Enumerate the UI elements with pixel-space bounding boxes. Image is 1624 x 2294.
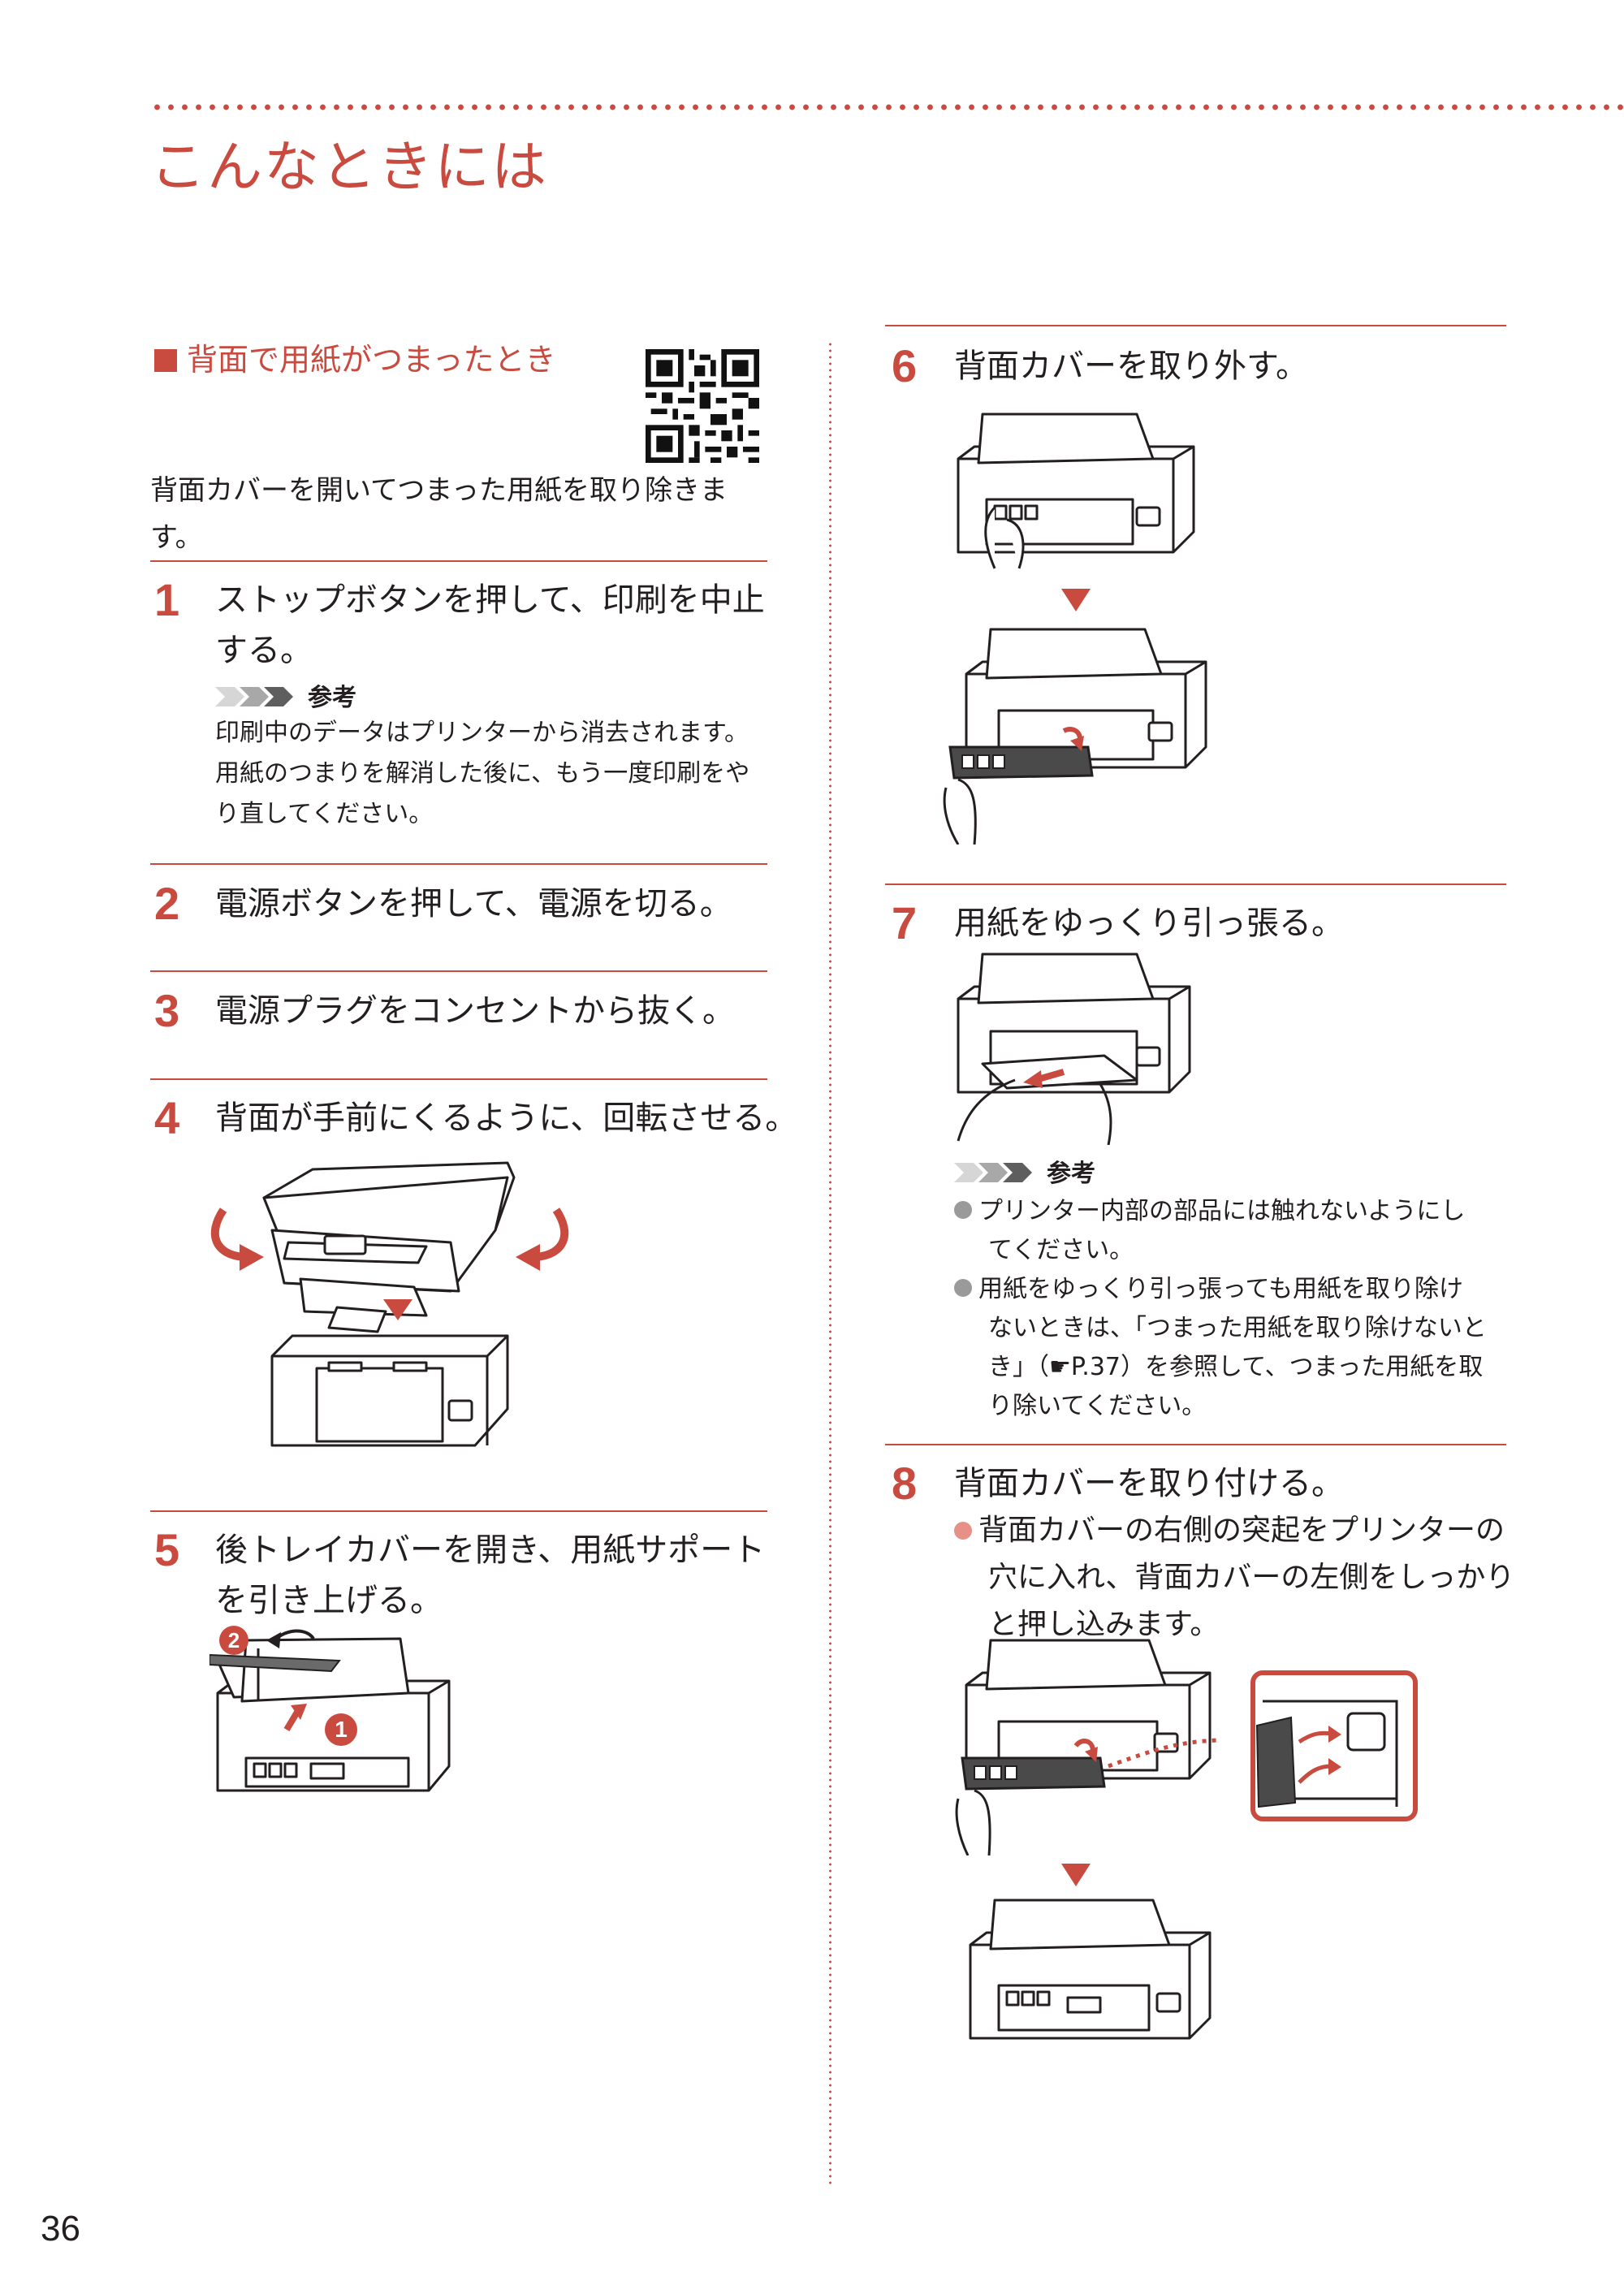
printer-cover-attached-illustration — [969, 1899, 1212, 2040]
section-title: 背面で用紙がつまったとき — [154, 335, 555, 379]
step-5-text: 後トレイカバーを開き、用紙サポート を引き上げる。 — [215, 1525, 775, 1626]
chevron-arrows-icon — [215, 687, 293, 706]
step-1-line-1: ストップボタンを押して、印刷を中止 — [215, 581, 765, 619]
step-7-bullet-1-line-2: てください。 — [988, 1236, 1134, 1264]
step-5-number: 5 — [154, 1524, 180, 1575]
step-divider — [885, 883, 1506, 885]
section-title-text: 背面で用紙がつまったとき — [187, 342, 556, 378]
step-5-line-2: を引き上げる。 — [215, 1582, 443, 1619]
bullet-icon — [954, 1279, 972, 1297]
printer-attach-cover-illustration — [955, 1639, 1418, 1856]
badge-one — [325, 1713, 357, 1746]
column-separator — [829, 341, 831, 2184]
qr-code-icon — [646, 349, 759, 463]
step-divider — [885, 325, 1506, 326]
step-1-note-line-2: 用紙のつまりを解消した後に、もう一度印刷をや — [215, 759, 750, 788]
header-dotted-rule — [150, 104, 1624, 110]
intro-line-2: す。 — [150, 521, 203, 554]
step-7-note-bullet-1: プリンター内部の部品には触れないようにし てください。 — [954, 1192, 1522, 1270]
step-7-text: 用紙をゆっくり引っ張る。 — [954, 905, 1344, 942]
badge-two — [219, 1626, 248, 1655]
printer-rotate-illustration — [210, 1161, 569, 1447]
reference-label: 参考 — [1047, 1160, 1095, 1188]
step-3-number: 3 — [154, 985, 180, 1036]
page-title: こんなときには — [150, 136, 549, 200]
step-7-bullet-2-line-1: 用紙をゆっくり引っ張っても用紙を取り除け — [978, 1275, 1463, 1303]
step-divider — [150, 863, 767, 865]
step-7-bullet-2-line-4: り除いてください。 — [988, 1392, 1207, 1420]
step-6-text: 背面カバーを取り外す。 — [954, 348, 1308, 385]
step-8-bullet: 背面カバーの右側の突起をプリンターの 穴に入れ、背面カバーの左側をしっかり と押… — [954, 1507, 1522, 1648]
printer-rear-cover-removed-illustration — [943, 628, 1207, 845]
intro-text: 背面カバーを開いてつまった用紙を取り除きま す。 — [150, 467, 767, 561]
badge-two-label: 2 — [228, 1628, 240, 1652]
step-1-line-2: する。 — [215, 632, 313, 669]
step-8-text: 背面カバーを取り付ける。 — [954, 1465, 1344, 1502]
bullet-icon — [954, 1522, 972, 1540]
step-7-number: 7 — [892, 897, 918, 948]
step-8-bullet-line-2: 穴に入れ、背面カバーの左側をしっかり — [988, 1561, 1515, 1594]
reference-heading: 参考 — [954, 1153, 1095, 1189]
step-3-text: 電源プラグをコンセントから抜く。 — [215, 992, 735, 1030]
step-7-note-bullet-2: 用紙をゆっくり引っ張っても用紙を取り除け ないときは、「つまった用紙を取り除けな… — [954, 1270, 1522, 1426]
step-6-number: 6 — [892, 340, 918, 391]
step-8-number: 8 — [892, 1458, 918, 1509]
step-8-bullet-line-1: 背面カバーの右側の突起をプリンターの — [978, 1514, 1505, 1547]
step-divider — [150, 970, 767, 972]
step-2-text: 電源ボタンを押して、電源を切る。 — [215, 885, 732, 922]
printer-rear-cover-illustration — [957, 413, 1195, 569]
step-divider — [150, 560, 767, 562]
step-7-bullet-1-line-1: プリンター内部の部品には触れないようにし — [978, 1197, 1466, 1225]
reference-heading: 参考 — [215, 677, 356, 713]
step-4-number: 4 — [154, 1092, 180, 1143]
step-4-text: 背面が手前にくるように、回転させる。 — [215, 1099, 798, 1137]
step-7-bullet-2-line-2: ないときは、「つまった用紙を取り除けないと — [988, 1314, 1487, 1342]
down-arrow-icon — [1061, 589, 1091, 611]
chevron-arrows-icon — [954, 1163, 1032, 1182]
step-1-note-line-3: り直してください。 — [215, 800, 434, 828]
step-divider — [885, 1444, 1506, 1445]
down-arrow-icon — [1061, 1864, 1091, 1886]
step-7-bullet-2-line-3: き」（☛P.37）を参照して、つまった用紙を取 — [988, 1353, 1484, 1381]
step-1-note-line-1: 印刷中のデータはプリンターから消去されます。 — [215, 719, 749, 747]
step-divider — [150, 1078, 767, 1080]
step-1-number: 1 — [154, 574, 180, 625]
step-8-bullet-line-3: と押し込みます。 — [988, 1608, 1220, 1641]
step-1-text: ストップボタンを押して、印刷を中止 する。 — [215, 575, 775, 676]
bullet-icon — [954, 1201, 972, 1219]
badge-one-label: 1 — [335, 1717, 348, 1742]
step-2-number: 2 — [154, 878, 180, 929]
square-marker-icon — [154, 349, 177, 372]
printer-pull-paper-illustration — [957, 953, 1191, 1145]
printer-open-tray-illustration: 2 1 — [209, 1626, 451, 1792]
intro-line-1: 背面カバーを開いてつまった用紙を取り除きま — [150, 474, 728, 507]
page-number: 36 — [41, 2209, 80, 2249]
reference-label: 参考 — [308, 684, 356, 712]
step-5-line-1: 後トレイカバーを開き、用紙サポート — [215, 1531, 766, 1569]
step-divider — [150, 1510, 767, 1512]
step-1-note: 印刷中のデータはプリンターから消去されます。 用紙のつまりを解消した後に、もう一… — [215, 713, 784, 835]
